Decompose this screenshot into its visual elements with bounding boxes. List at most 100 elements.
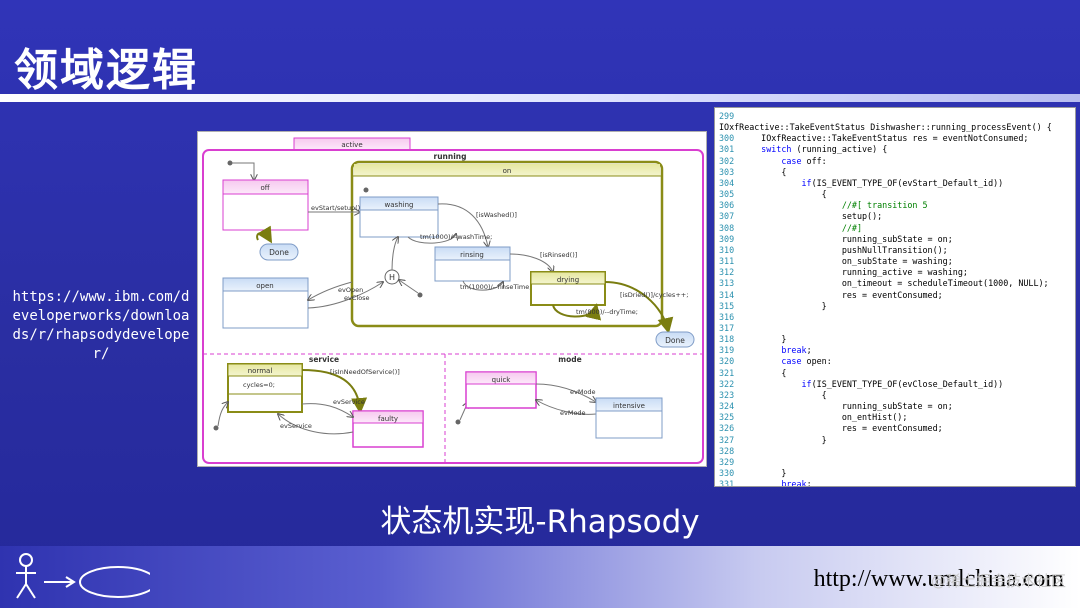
code-text: switch (running_active) { — [761, 144, 888, 155]
ev-service-label-1: evService — [333, 398, 365, 406]
code-line: 328 — [719, 446, 1071, 457]
line-number: 305 — [719, 189, 735, 200]
code-text: } — [741, 434, 827, 445]
ev-service-label-2: evService — [280, 422, 312, 430]
code-line: 325 on_entHist(); — [719, 412, 1071, 423]
line-number: 306 — [719, 200, 735, 211]
wash-time-label: tm(1000)/--washTime; — [420, 233, 492, 241]
line-number: 317 — [719, 322, 735, 333]
line-number: 328 — [719, 445, 735, 456]
rinse-time-label: tm(1000)/--rinseTime; — [460, 283, 531, 291]
running-label: running — [434, 152, 467, 161]
code-text: break; — [781, 345, 812, 356]
code-text: running_subState = on; — [741, 401, 953, 412]
code-line: 331 break; — [719, 479, 1071, 487]
line-number: 304 — [719, 177, 735, 188]
line-number: 307 — [719, 211, 735, 222]
line-number: 314 — [719, 289, 735, 300]
line-number: 330 — [719, 468, 735, 478]
code-line: 313 on_timeout = scheduleTimeout(1000, N… — [719, 278, 1071, 289]
code-line: 311 on_subState = washing; — [719, 256, 1071, 267]
intensive-label: intensive — [613, 402, 645, 410]
code-line: 324 running_subState = on; — [719, 401, 1071, 412]
line-number: 321 — [719, 367, 735, 378]
code-line: 309 running_subState = on; — [719, 234, 1071, 245]
is-rinsed-label: [isRinsed()] — [540, 251, 577, 259]
line-number: 299 — [719, 111, 735, 121]
ibm-download-link[interactable]: https://www.ibm.com/developerworks/downl… — [12, 289, 190, 362]
is-dried-label: [isDried()]/cycles++; — [620, 291, 688, 299]
line-number: 311 — [719, 256, 735, 267]
line-number: 324 — [719, 401, 735, 412]
code-text: case off: — [781, 155, 827, 166]
line-number: 301 — [719, 144, 735, 155]
on-header — [354, 164, 660, 176]
code-text: { — [741, 189, 827, 200]
active-label: active — [341, 141, 362, 149]
code-text: } — [741, 300, 827, 311]
normal-label: normal — [248, 367, 273, 375]
line-number: 326 — [719, 423, 735, 434]
active-state — [202, 149, 704, 464]
washing-label: washing — [385, 201, 414, 209]
faulty-label: faulty — [378, 415, 398, 423]
done-label-1: Done — [269, 248, 289, 257]
rinsing-label: rinsing — [460, 251, 484, 259]
ev-mode-label-1: evMode — [570, 388, 596, 396]
actor-usecase-logo — [16, 553, 150, 599]
drying-label: drying — [557, 276, 579, 284]
line-number: 303 — [719, 166, 735, 177]
code-line: 306 //#[ transition 5 — [719, 200, 1071, 211]
ev-open-label: evOpen — [338, 286, 363, 294]
line-number: 319 — [719, 345, 735, 356]
code-line: 320 case open: — [719, 356, 1071, 367]
on-label: on — [503, 167, 512, 175]
line-number: 318 — [719, 334, 735, 345]
code-text: if(IS_EVENT_TYPE_OF(evClose_Default_id)) — [801, 378, 1004, 389]
code-line: 299IOxfReactive::TakeEventStatus Dishwas… — [719, 111, 1071, 133]
line-number: 315 — [719, 300, 735, 311]
is-washed-label: [isWashed()] — [476, 211, 517, 219]
statechart-diagram: active running service mode on off Done — [197, 131, 707, 467]
initial-dot-off — [227, 160, 233, 166]
code-text: on_subState = washing; — [741, 256, 953, 267]
code-line: 308 //#] — [719, 223, 1071, 234]
code-line: 310 pushNullTransition(); — [719, 245, 1071, 256]
footer-url[interactable]: http://www.umlchina.com — [813, 566, 1064, 592]
code-line: 329 — [719, 457, 1071, 468]
code-text: IOxfReactive::TakeEventStatus Dishwasher… — [719, 122, 1052, 133]
watermark: @稀土掘金技术社区 — [930, 572, 1066, 590]
done-state-1 — [259, 243, 299, 261]
code-line: 303 { — [719, 167, 1071, 178]
code-line: 304 if(IS_EVENT_TYPE_OF(evStart_Default_… — [719, 178, 1071, 189]
code-text: res = eventConsumed; — [741, 289, 943, 300]
normal-action-label: cycles=0; — [243, 381, 275, 389]
code-line: 318 } — [719, 334, 1071, 345]
line-number: 309 — [719, 233, 735, 244]
dry-time-label: tm(800)/--dryTime; — [576, 308, 638, 316]
code-text: res = eventConsumed; — [741, 423, 943, 434]
code-line: 326 res = eventConsumed; — [719, 423, 1071, 434]
off-label: off — [260, 184, 269, 192]
code-text: if(IS_EVENT_TYPE_OF(evStart_Default_id)) — [801, 177, 1004, 188]
code-line: 302 case off: — [719, 156, 1071, 167]
open-label: open — [256, 282, 273, 290]
code-text: on_entHist(); — [741, 412, 908, 423]
ev-close-label: evClose — [344, 294, 370, 302]
footer-bar: http://www.umlchina.com @稀土掘金技术社区 — [0, 546, 1080, 608]
code-line: 300 IOxfReactive::TakeEventStatus res = … — [719, 133, 1071, 144]
code-line: 321 { — [719, 368, 1071, 379]
done-state-2 — [655, 331, 695, 348]
code-line: 315 } — [719, 301, 1071, 312]
code-text: running_active = washing; — [741, 267, 968, 278]
title-divider-bar — [0, 94, 1080, 102]
code-line: 319 break; — [719, 345, 1071, 356]
line-number: 308 — [719, 222, 735, 233]
line-number: 316 — [719, 311, 735, 322]
line-number: 300 — [719, 133, 735, 144]
code-text: case open: — [781, 356, 832, 367]
code-text: { — [741, 389, 827, 400]
code-line: 305 { — [719, 189, 1071, 200]
code-text: break; — [781, 479, 812, 487]
statechart-svg: active running service mode on off Done — [202, 137, 704, 464]
